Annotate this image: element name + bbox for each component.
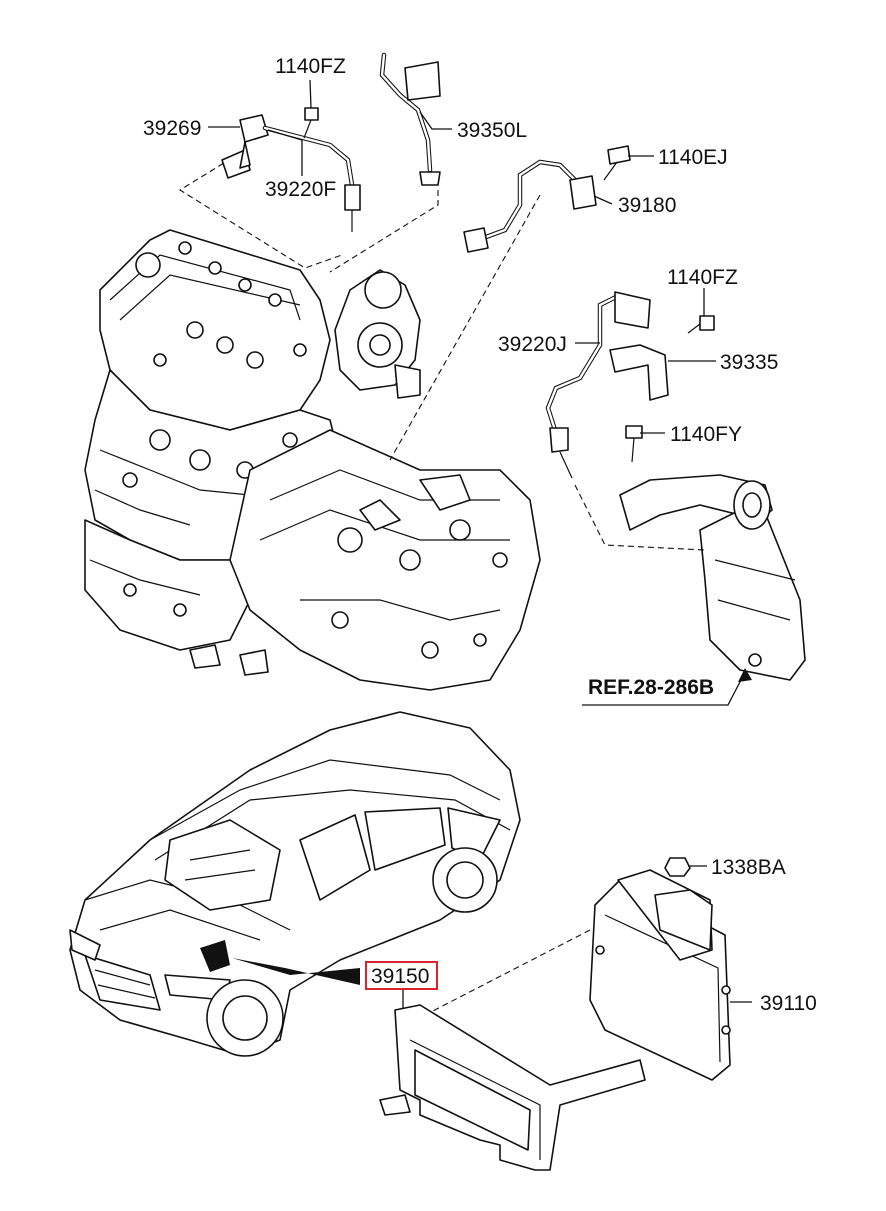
- dash-ecu-bracket: [424, 929, 591, 1016]
- label-39150: 39150: [371, 965, 429, 988]
- label-39335: 39335: [720, 351, 778, 374]
- label-39180: 39180: [618, 194, 676, 217]
- sensor-39350l: [379, 52, 441, 186]
- catalytic-converter: [574, 474, 806, 681]
- label-39220f: 39220F: [265, 178, 336, 201]
- label-1140fy: 1140FY: [670, 423, 742, 446]
- label-39110: 39110: [760, 992, 817, 1015]
- dash-catalyst: [574, 484, 706, 551]
- label-39350l: 39350L: [457, 119, 527, 142]
- sensor-39220f: [221, 107, 361, 232]
- dash-39350l-group: [329, 190, 439, 273]
- label-1140fz-top: 1140FZ: [275, 55, 346, 78]
- label-39269: 39269: [143, 117, 201, 140]
- dash-39220f-group: [178, 157, 343, 269]
- label-1140ej: 1140EJ: [658, 146, 728, 169]
- engine-assembly: [84, 229, 541, 691]
- ecu-assembly: [424, 857, 731, 1081]
- leader-lines: [208, 79, 752, 1008]
- highlight-box-39150: [365, 961, 438, 990]
- dash-39180-group: [389, 194, 541, 461]
- sensor-39180: [463, 145, 631, 253]
- car-illustration: [69, 711, 521, 1057]
- sensor-39220j: [545, 291, 715, 479]
- label-1338ba: 1338BA: [711, 856, 786, 879]
- ref-pointer: [582, 668, 752, 706]
- ecu-bracket: [379, 1004, 646, 1171]
- label-1140fz-right: 1140FZ: [667, 266, 738, 289]
- label-39220j: 39220J: [498, 333, 567, 356]
- label-ref-28-286b: REF.28-286B: [588, 676, 714, 699]
